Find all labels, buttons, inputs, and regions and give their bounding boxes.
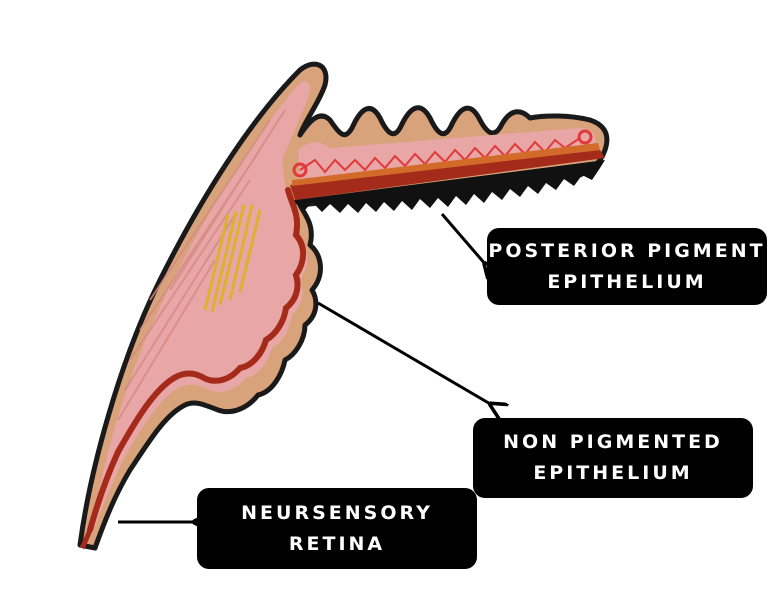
posterior-pigment-edge — [290, 160, 605, 213]
yellow-muscle-strokes — [203, 204, 262, 313]
pigment-band-orange — [292, 143, 600, 186]
label-line: POSTERIOR PIGMENT — [488, 239, 766, 262]
arrow-posterior-pigment — [440, 213, 486, 265]
tissue-hatching — [117, 109, 286, 421]
inner-pink-tissue — [92, 81, 311, 535]
label-line: RETINA — [288, 532, 386, 555]
label-line: EPITHELIUM — [547, 270, 707, 293]
pigment-band-dark — [290, 150, 605, 200]
nonpigmented-fold-line — [87, 187, 307, 533]
red-end-dot-right — [577, 129, 593, 145]
label-neurosensory-retina: NEURSENSORY RETINA — [197, 488, 477, 569]
label-non-pigmented-epithelium: NON PIGMENTED EPITHELIUM — [473, 418, 753, 498]
label-posterior-pigment-epithelium: POSTERIOR PIGMENT EPITHELIUM — [487, 228, 767, 305]
label-line: NON PIGMENTED — [503, 431, 723, 453]
arrow-non-pigmented — [317, 301, 492, 405]
neurosensory-tail-line — [79, 529, 93, 550]
red-zigzag — [299, 137, 581, 174]
label-line: EPITHELIUM — [533, 462, 693, 484]
label-line: NEURSENSORY — [241, 501, 433, 524]
red-end-dot-left — [292, 162, 308, 178]
